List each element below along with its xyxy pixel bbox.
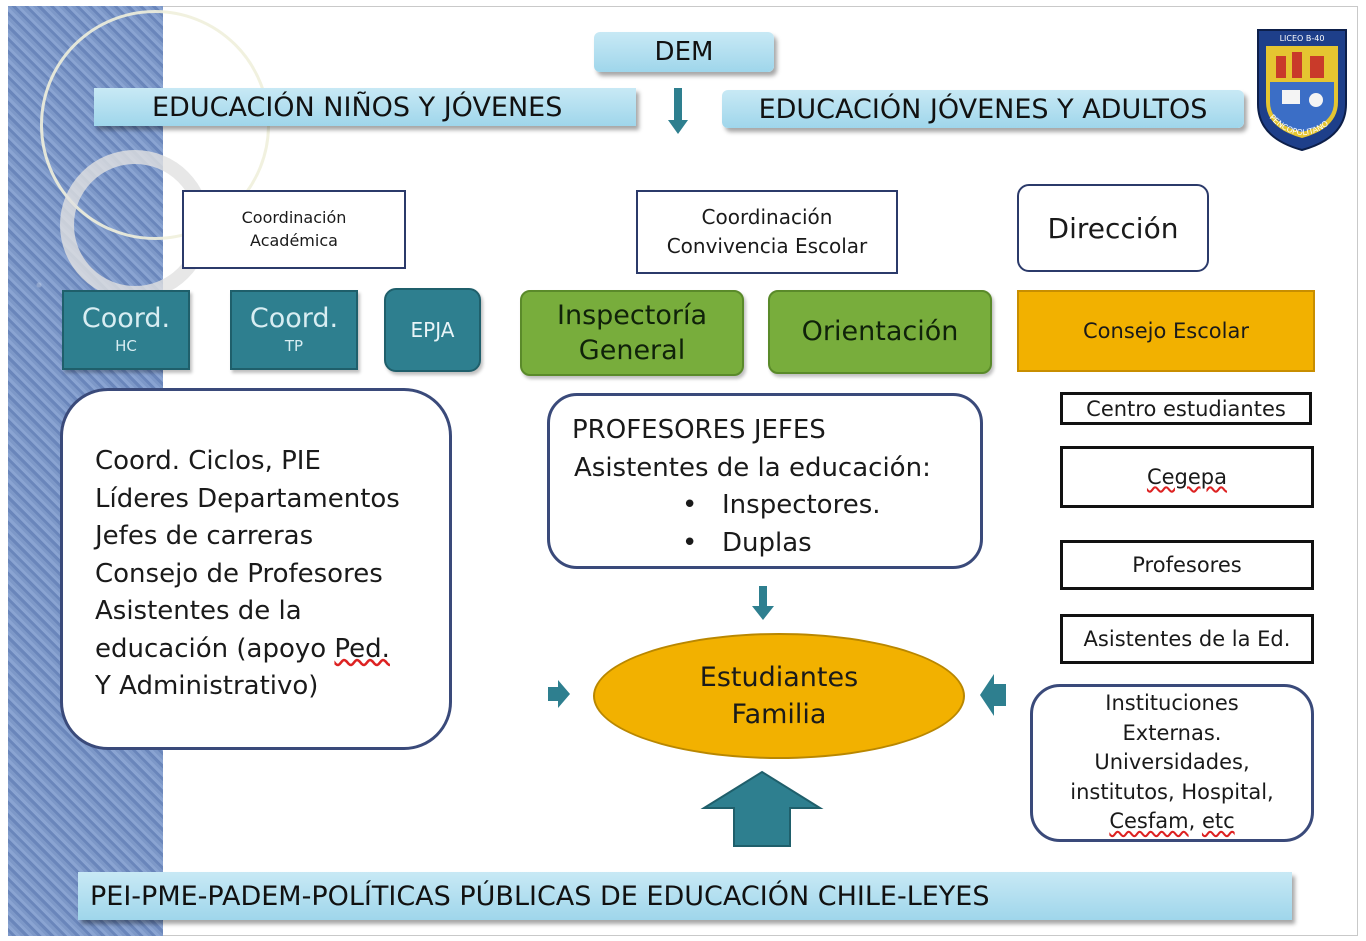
left-roles-item: Jefes de carreras	[95, 521, 314, 551]
logo-top-text: LICEO B-40	[1280, 34, 1325, 43]
etc-word: etc	[1201, 809, 1235, 834]
left-roles-box: Coord. Ciclos, PIE Líderes Departamentos…	[60, 388, 452, 750]
liceo-logo: LICEO B-40 PENCOPOLITANO	[1257, 29, 1347, 152]
centro-estudiantes-label: Centro estudiantes	[1086, 396, 1286, 421]
dem-down-arrow	[668, 88, 688, 134]
banner-jovenes-adultos-label: EDUCACIÓN JÓVENES Y ADULTOS	[758, 93, 1208, 125]
left-arrow-to-students	[980, 674, 1006, 716]
asistentes-label: Asistentes de la educación:	[574, 452, 931, 483]
left-roles-item: Coord. Ciclos, PIE	[95, 446, 321, 476]
banner-ninos-jovenes: EDUCACIÓN NIÑOS Y JÓVENES	[94, 88, 636, 126]
instituciones-line: Instituciones	[1105, 691, 1239, 716]
left-roles-item: Consejo de Profesores	[95, 558, 383, 589]
inspectoria-general-label: Inspectoría General	[557, 299, 707, 366]
profesores-box: Profesores	[1060, 540, 1314, 590]
ped-word: Ped.	[334, 633, 390, 664]
instituciones-line: institutos, Hospital,	[1070, 779, 1274, 804]
asistentes-bullet-list: Inspectores. Duplas	[572, 487, 980, 562]
dem-box: DEM	[594, 32, 774, 72]
coord-hc-main-label: Coord.	[81, 302, 171, 334]
familia-label: Familia	[731, 699, 827, 730]
asistentes-ed-box: Asistentes de la Ed.	[1060, 614, 1314, 664]
left-roles-item: Asistentes de la	[95, 596, 302, 626]
up-arrow-from-policies	[700, 770, 824, 847]
cegepa-box: Cegepa	[1060, 446, 1314, 508]
estudiantes-label: Estudiantes	[699, 662, 859, 693]
banner-jovenes-adultos: EDUCACIÓN JÓVENES Y ADULTOS	[722, 90, 1244, 128]
profesores-jefes-box: PROFESORES JEFES Asistentes de la educac…	[547, 393, 983, 569]
right-arrow-to-students	[548, 680, 570, 708]
coordinacion-academica-box: Coordinación Académica	[182, 190, 406, 269]
inspectoria-general-box: Inspectoría General	[520, 290, 744, 376]
bullet-item: Duplas	[722, 525, 980, 563]
left-roles-item-text: educación (apoyo	[95, 633, 335, 664]
coordinacion-academica-label: Coordinación Académica	[241, 208, 347, 250]
left-roles-item: Líderes Departamentos	[95, 483, 400, 514]
coord-hc-box: Coord. HC	[62, 290, 190, 370]
consejo-escolar-label: Consejo Escolar	[1083, 319, 1249, 343]
coord-tp-main-label: Coord.	[249, 302, 339, 334]
coordinacion-convivencia-label: Coordinación Convivencia Escolar	[666, 205, 868, 258]
cegepa-label: Cegepa	[1146, 465, 1228, 489]
coord-hc-sub-label: HC	[115, 337, 137, 356]
down-arrow-to-students	[752, 586, 774, 620]
epja-label: EPJA	[410, 317, 455, 342]
dem-label: DEM	[654, 37, 714, 67]
orientacion-label: Orientación	[801, 316, 959, 348]
bullet-item: Inspectores.	[722, 487, 980, 525]
instituciones-line: Cesfam, etc	[1109, 809, 1235, 834]
policies-banner: PEI-PME-PADEM-POLÍTICAS PÚBLICAS DE EDUC…	[78, 872, 1292, 920]
estudiantes-familia-ellipse: Estudiantes Familia	[593, 633, 965, 759]
policies-banner-label: PEI-PME-PADEM-POLÍTICAS PÚBLICAS DE EDUC…	[90, 880, 990, 912]
banner-ninos-jovenes-label: EDUCACIÓN NIÑOS Y JÓVENES	[152, 91, 563, 123]
direccion-box: Dirección	[1017, 184, 1209, 272]
asistentes-ed-label: Asistentes de la Ed.	[1083, 627, 1291, 651]
cesfam-word: Cesfam	[1109, 809, 1189, 834]
left-roles-item: educación (apoyo Ped.	[95, 631, 449, 669]
direccion-label: Dirección	[1047, 211, 1179, 245]
coord-tp-sub-label: TP	[284, 337, 304, 356]
instituciones-line: Universidades,	[1094, 750, 1250, 775]
coord-tp-box: Coord. TP	[230, 290, 358, 370]
orientacion-box: Orientación	[768, 290, 992, 374]
coordinacion-convivencia-box: Coordinación Convivencia Escolar	[636, 190, 898, 274]
profesores-jefes-title: PROFESORES JEFES	[572, 415, 826, 445]
centro-estudiantes-box: Centro estudiantes	[1060, 392, 1312, 425]
consejo-escolar-box: Consejo Escolar	[1017, 290, 1315, 372]
instituciones-line: Externas.	[1122, 720, 1222, 745]
profesores-label: Profesores	[1132, 553, 1242, 577]
epja-box: EPJA	[384, 288, 481, 372]
instituciones-externas-box: Instituciones Externas. Universidades, i…	[1030, 684, 1314, 842]
left-roles-item: Y Administrativo)	[95, 671, 319, 701]
